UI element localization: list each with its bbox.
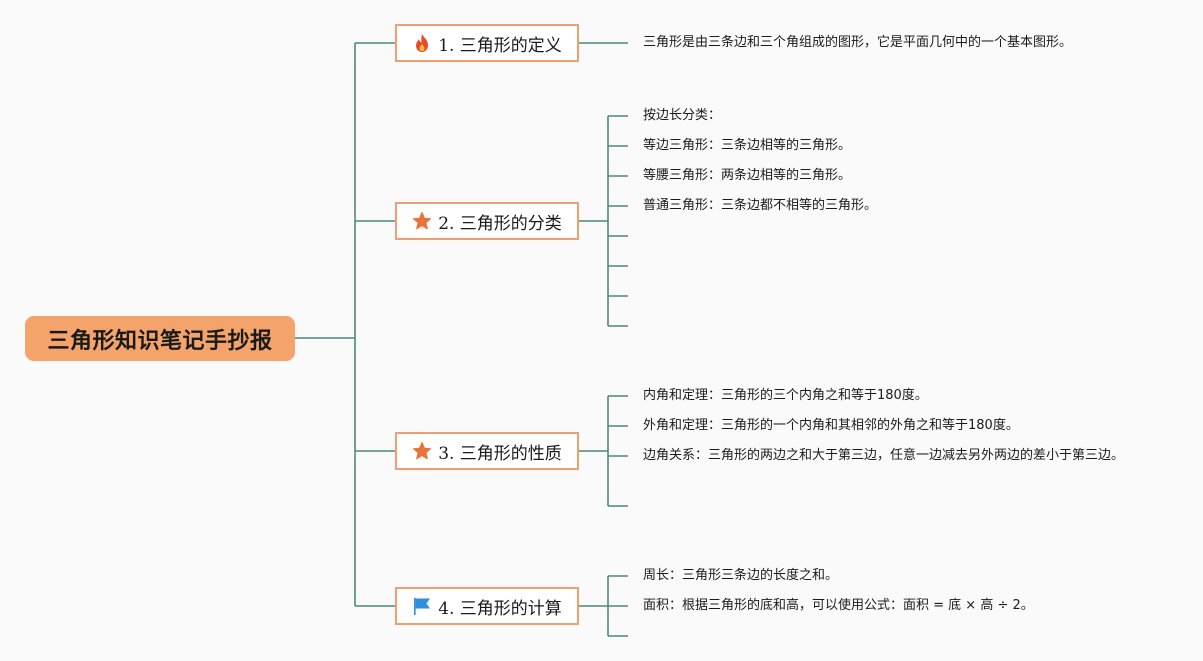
flag-icon — [412, 596, 432, 616]
fire-icon — [412, 33, 432, 53]
topic-label: 3. 三角形的性质 — [438, 443, 562, 464]
topic-properties[interactable]: 3. 三角形的性质 — [395, 432, 579, 470]
topic-definition[interactable]: 1. 三角形的定义 — [395, 24, 579, 62]
star-icon — [412, 211, 432, 231]
leaf-calculation-1[interactable]: 周长：三角形三条边的长度之和。 — [643, 568, 839, 583]
leaf-classification-2[interactable]: 等边三角形：三条边相等的三角形。 — [643, 138, 852, 153]
topic-label: 2. 三角形的分类 — [438, 213, 562, 234]
leaf-classification-4[interactable]: 普通三角形：三条边都不相等的三角形。 — [643, 198, 878, 213]
root-title: 三角形知识笔记手抄报 — [47, 328, 273, 354]
leaf-classification-3[interactable]: 等腰三角形：两条边相等的三角形。 — [643, 168, 852, 183]
star-icon — [412, 441, 432, 461]
leaf-definition-1[interactable]: 三角形是由三条边和三个角组成的图形，它是平面几何中的一个基本图形。 — [643, 35, 1073, 50]
leaf-properties-3[interactable]: 边角关系：三角形的两边之和大于第三边，任意一边减去另外两边的差小于第三边。 — [643, 448, 1125, 463]
topic-calculation[interactable]: 4. 三角形的计算 — [395, 587, 579, 625]
leaf-properties-1[interactable]: 内角和定理：三角形的三个内角之和等于180度。 — [643, 388, 928, 403]
topic-classification[interactable]: 2. 三角形的分类 — [395, 202, 579, 240]
leaf-classification-1[interactable]: 按边长分类： — [643, 108, 722, 123]
topic-label: 4. 三角形的计算 — [438, 598, 562, 619]
root-topic[interactable]: 三角形知识笔记手抄报 — [25, 316, 295, 361]
leaf-calculation-2[interactable]: 面积：根据三角形的底和高，可以使用公式：面积 = 底 × 高 ÷ 2。 — [643, 598, 1034, 613]
leaf-properties-2[interactable]: 外角和定理：三角形的一个内角和其相邻的外角之和等于180度。 — [643, 418, 1019, 433]
topic-label: 1. 三角形的定义 — [438, 35, 562, 56]
